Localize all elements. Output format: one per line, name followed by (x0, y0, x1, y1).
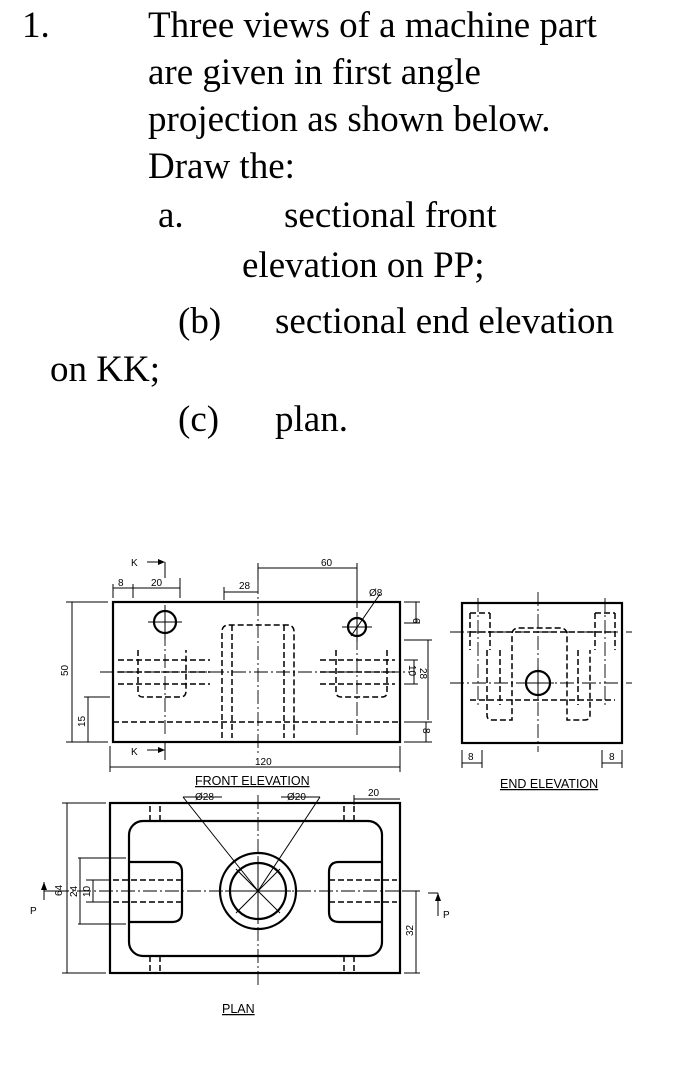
plan-caption: PLAN (222, 1002, 255, 1016)
dim-20-top: 20 (151, 578, 163, 589)
item-b-text: sectional end elevation (275, 301, 615, 342)
end-dimensions: 8 8 (461, 750, 623, 768)
item-b-marker: (b) (178, 301, 222, 342)
front-dimensions: 8 20 K 28 60 Ø8 6 10 28 8 (60, 558, 432, 772)
item-b-continuation: on KK; (50, 349, 160, 390)
dim-8-end-right: 8 (609, 752, 615, 763)
dim-6-right: 6 (410, 618, 421, 624)
question-intro-line-1: Three views of a machine part (148, 5, 597, 46)
dim-32-plan: 32 (405, 924, 416, 936)
item-a-marker: a. (158, 195, 184, 236)
dim-8-right: 8 (420, 728, 431, 734)
dim-50-left: 50 (60, 664, 71, 676)
dim-28-right: 28 (417, 668, 428, 680)
dim-64-plan: 64 (54, 884, 65, 896)
dim-10-right: 10 (406, 665, 417, 677)
dim-28-top: 28 (239, 581, 251, 592)
dim-dia-20: Ø20 (287, 792, 306, 803)
dim-8-top: 8 (118, 578, 124, 589)
item-c-text: plan. (275, 399, 348, 440)
dim-dia-28: Ø28 (195, 792, 214, 803)
question-intro-line-4: Draw the: (148, 146, 295, 187)
dim-60-top: 60 (321, 558, 333, 569)
dim-24-plan: 24 (69, 885, 80, 897)
k-label-top: K (131, 558, 138, 569)
front-elevation (100, 580, 410, 755)
question-intro-line-2: are given in first angle (148, 52, 481, 93)
question-number: 1. (22, 5, 50, 46)
item-c-marker: (c) (178, 399, 220, 440)
dim-dia-8: Ø8 (369, 588, 383, 599)
plan-dimensions: Ø28 Ø20 20 64 24 10 32 P P (30, 788, 450, 974)
question-intro-line-3: projection as shown below. (148, 99, 551, 140)
k-label-bottom: K (131, 747, 138, 758)
item-a-line-2: elevation on PP; (242, 245, 485, 286)
dim-10-plan: 10 (82, 885, 93, 897)
p-label-left: P (30, 906, 37, 917)
p-label-right: P (443, 910, 450, 921)
dim-8-end-left: 8 (468, 752, 474, 763)
dim-15-left: 15 (77, 715, 88, 727)
machine-part-drawing: 8 20 K 28 60 Ø8 6 10 28 8 (30, 558, 632, 1016)
item-a-line-1: sectional front (284, 195, 497, 236)
front-elevation-caption: FRONT ELEVATION (195, 774, 310, 788)
dim-120-bottom: 120 (255, 757, 272, 768)
dim-20-plan: 20 (368, 788, 380, 799)
end-elevation-caption: END ELEVATION (500, 777, 598, 791)
end-elevation (450, 592, 632, 752)
plan-view (55, 795, 420, 985)
